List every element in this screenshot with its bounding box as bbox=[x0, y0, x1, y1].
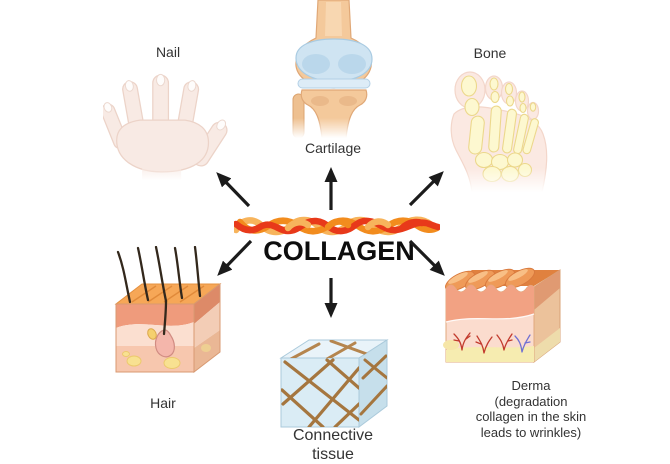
hair-label: Hair bbox=[150, 395, 176, 411]
cartilage-label: Cartilage bbox=[304, 140, 362, 156]
arrow-to-nail bbox=[216, 172, 251, 208]
knee-joint-icon bbox=[283, 0, 385, 138]
wrinkled-skin-icon bbox=[442, 262, 562, 368]
hair-follicle-bulb bbox=[154, 329, 175, 358]
connective-tissue-cube-icon bbox=[275, 334, 395, 429]
hair-follicle-icon bbox=[106, 246, 230, 391]
arrow-to-derma bbox=[408, 239, 445, 276]
collagen-fibers bbox=[281, 358, 359, 427]
arrow-to-bone bbox=[408, 171, 444, 207]
wrist-fade bbox=[142, 164, 182, 181]
collagen-fiber-icon bbox=[234, 211, 440, 241]
derma-label: Derma (degradation collagen in the skin … bbox=[475, 378, 587, 440]
connective-tissue-label: Connective tissue bbox=[292, 427, 374, 463]
sebaceous-gland bbox=[147, 328, 157, 340]
foot-bones-icon bbox=[444, 62, 574, 192]
blood-vessels bbox=[453, 332, 531, 354]
bone-label: Bone bbox=[473, 45, 507, 61]
hair-strands bbox=[116, 246, 202, 336]
arrow-to-hair bbox=[217, 239, 253, 276]
nail-label: Nail bbox=[155, 44, 181, 60]
hand-icon bbox=[103, 68, 228, 183]
fat-cells bbox=[122, 351, 181, 369]
collagen-title: COLLAGEN bbox=[263, 236, 415, 266]
